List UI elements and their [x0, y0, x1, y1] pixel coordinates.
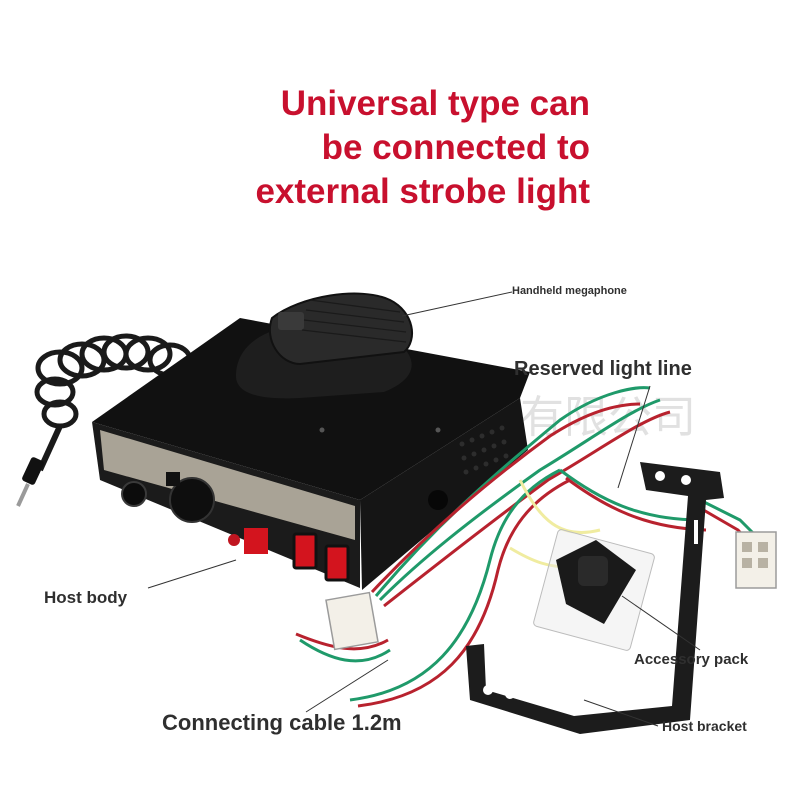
- indicator-button: [228, 534, 240, 546]
- rocker-switch-1: [292, 532, 318, 570]
- label-handheld-megaphone: Handheld megaphone: [512, 285, 627, 297]
- label-reserved-light-line: Reserved light line: [514, 358, 692, 380]
- watermark: 有限公司: [520, 392, 696, 443]
- label-host-body: Host body: [44, 588, 128, 607]
- headline: Universal type can be connected to exter…: [200, 82, 590, 214]
- jack-plug: [16, 457, 44, 507]
- host-body: [92, 318, 530, 590]
- tone-selector-knob: [169, 477, 215, 523]
- accessory-pack: [533, 529, 655, 651]
- rocker-switch-2: [324, 544, 350, 582]
- cable-connector: [325, 591, 379, 651]
- connecting-cable: [295, 386, 762, 708]
- ptt-button: [278, 312, 304, 330]
- label-host-bracket: Host bracket: [662, 718, 747, 734]
- callout-lines: [147, 291, 701, 727]
- volume-knob: [121, 481, 147, 507]
- headline-line-2: be connected to: [321, 128, 590, 167]
- headline-line-1: Universal type can: [280, 84, 590, 123]
- label-connecting-cable: Connecting cable 1.2m: [162, 710, 402, 735]
- push-switch: [244, 528, 268, 554]
- handheld-megaphone: [236, 292, 413, 399]
- label-accessory-pack: Accessory pack: [634, 651, 749, 668]
- host-bracket: [466, 462, 724, 734]
- headline-line-3: external strobe light: [255, 172, 590, 211]
